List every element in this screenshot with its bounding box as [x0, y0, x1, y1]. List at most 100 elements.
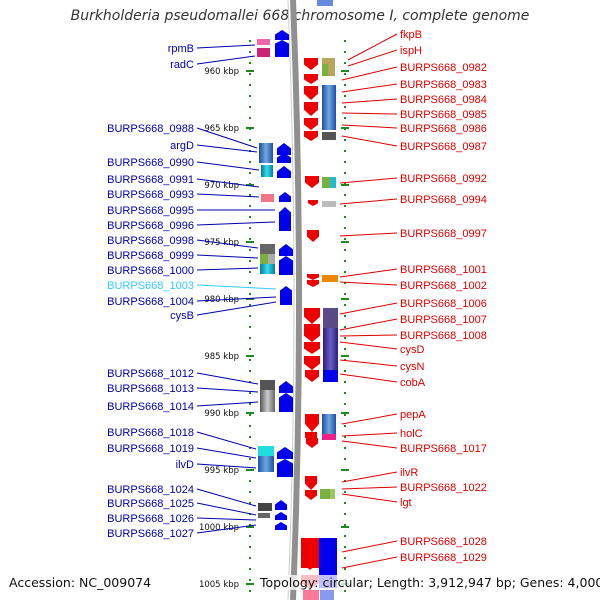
gene-label-left[interactable]: BURPS668_0995 — [107, 205, 194, 217]
gene-label-right[interactable]: BURPS668_1006 — [400, 298, 487, 310]
gene-label-right[interactable]: BURPS668_1029 — [400, 552, 487, 564]
reverse-gene-arrow — [304, 342, 320, 354]
gene-label-left[interactable]: BURPS668_0990 — [107, 157, 194, 169]
feature-block — [323, 370, 338, 382]
gene-label-right[interactable]: BURPS668_1022 — [400, 482, 487, 494]
feature-block — [305, 432, 317, 438]
gene-label-right[interactable]: BURPS668_1007 — [400, 314, 487, 326]
gene-label-right[interactable]: BURPS668_0987 — [400, 141, 487, 153]
gene-label-right[interactable]: BURPS668_0986 — [400, 123, 487, 135]
gene-label-left[interactable]: cysB — [170, 310, 194, 322]
gene-label-right[interactable]: holC — [400, 428, 423, 440]
forward-gene-arrow — [277, 143, 291, 155]
reverse-gene-arrow — [306, 438, 318, 448]
feature-block — [279, 266, 293, 275]
reverse-gene-arrow — [304, 356, 320, 370]
gene-label-right[interactable]: BURPS668_1002 — [400, 280, 487, 292]
gene-label-right[interactable]: pepA — [400, 409, 426, 421]
feature-block — [257, 39, 270, 45]
forward-gene-arrow — [275, 522, 287, 530]
reverse-gene-arrow — [304, 74, 318, 84]
gene-label-left[interactable]: BURPS668_0991 — [107, 174, 194, 186]
gene-label-left[interactable]: BURPS668_1024 — [107, 484, 194, 496]
gene-label-left[interactable]: BURPS668_0988 — [107, 123, 194, 135]
feature-block — [258, 456, 274, 472]
gene-label-right[interactable]: BURPS668_0994 — [400, 194, 487, 206]
gene-label-left[interactable]: BURPS668_1003 — [107, 280, 194, 292]
feature-block — [322, 414, 336, 434]
callout-line — [196, 254, 259, 259]
feature-block — [261, 194, 274, 202]
callout-line — [196, 267, 259, 271]
reverse-gene-arrow — [305, 414, 319, 432]
accession-text: Accession: NC_009074 — [9, 575, 152, 590]
gene-label-right[interactable]: BURPS668_0992 — [400, 173, 487, 185]
feature-block — [322, 275, 338, 282]
reverse-gene-arrow — [305, 370, 319, 382]
gene-label-right[interactable]: fkpB — [400, 29, 422, 41]
gene-label-left[interactable]: radC — [170, 59, 194, 71]
reverse-gene-arrow — [308, 200, 318, 206]
gene-label-left[interactable]: BURPS668_0993 — [107, 189, 194, 201]
gene-label-left[interactable]: BURPS668_0999 — [107, 250, 194, 262]
forward-gene-arrow — [277, 459, 293, 469]
scale-tick-label: 970 kbp — [204, 181, 239, 191]
gene-label-left[interactable]: BURPS668_0996 — [107, 220, 194, 232]
gene-label-right[interactable]: BURPS668_1001 — [400, 264, 487, 276]
gene-label-left[interactable]: BURPS668_0998 — [107, 235, 194, 247]
gene-label-left[interactable]: BURPS668_1013 — [107, 383, 194, 395]
reverse-gene-arrow — [304, 308, 320, 324]
callout-line — [339, 281, 398, 286]
genome-backbone-edge — [287, 0, 295, 600]
feature-block — [275, 48, 289, 57]
gene-label-left[interactable]: BURPS668_1014 — [107, 401, 194, 413]
gene-label-right[interactable]: lgt — [400, 497, 412, 509]
callout-line — [341, 493, 398, 503]
gene-label-left[interactable]: BURPS668_1000 — [107, 265, 194, 277]
gene-label-right[interactable]: BURPS668_0984 — [400, 94, 487, 106]
feature-block — [258, 446, 274, 456]
callout-line — [339, 232, 398, 237]
feature-block — [260, 390, 275, 412]
gene-label-left[interactable]: BURPS668_1027 — [107, 528, 194, 540]
callout-line — [341, 556, 398, 569]
feature-block — [261, 165, 273, 177]
gene-label-right[interactable]: BURPS668_0997 — [400, 228, 487, 240]
gene-label-left[interactable]: BURPS668_1004 — [107, 296, 194, 308]
gene-label-right[interactable]: cobA — [400, 377, 426, 389]
callout-line — [341, 112, 398, 115]
callout-line — [196, 488, 257, 507]
gene-label-right[interactable]: BURPS668_1028 — [400, 536, 487, 548]
callout-line — [339, 302, 398, 315]
callout-line — [196, 463, 257, 469]
feature-block — [320, 590, 334, 600]
gene-label-left[interactable]: BURPS668_1026 — [107, 513, 194, 525]
callout-line — [196, 431, 257, 450]
gene-label-right[interactable]: BURPS668_0982 — [400, 62, 487, 74]
gene-label-left[interactable]: BURPS668_1019 — [107, 443, 194, 455]
gene-label-left[interactable]: BURPS668_1025 — [107, 498, 194, 510]
callout-line — [341, 124, 398, 129]
gene-label-left[interactable]: ilvD — [176, 459, 194, 471]
gene-label-left[interactable]: BURPS668_1012 — [107, 368, 194, 380]
genome-title: Burkholderia pseudomallei 668 chromosome… — [70, 8, 530, 24]
feature-block — [268, 254, 275, 264]
gene-label-left[interactable]: BURPS668_1018 — [107, 427, 194, 439]
callout-line — [341, 471, 398, 483]
gene-label-right[interactable]: ispH — [400, 45, 422, 57]
gene-label-right[interactable]: cysN — [400, 361, 425, 373]
feature-block — [259, 143, 273, 163]
scale-tick-label: 985 kbp — [204, 352, 239, 362]
gene-label-right[interactable]: BURPS668_1017 — [400, 443, 487, 455]
gene-label-left[interactable]: argD — [170, 140, 194, 152]
gene-label-right[interactable]: BURPS668_0985 — [400, 109, 487, 121]
genome-backbone — [290, 0, 302, 600]
callout-line — [339, 318, 398, 331]
gene-label-right[interactable]: BURPS668_0983 — [400, 79, 487, 91]
gene-label-left[interactable]: rpmB — [168, 43, 194, 55]
gene-label-right[interactable]: cysD — [400, 344, 425, 356]
gene-label-right[interactable]: ilvR — [400, 467, 418, 479]
gene-label-right[interactable]: BURPS668_1008 — [400, 330, 487, 342]
